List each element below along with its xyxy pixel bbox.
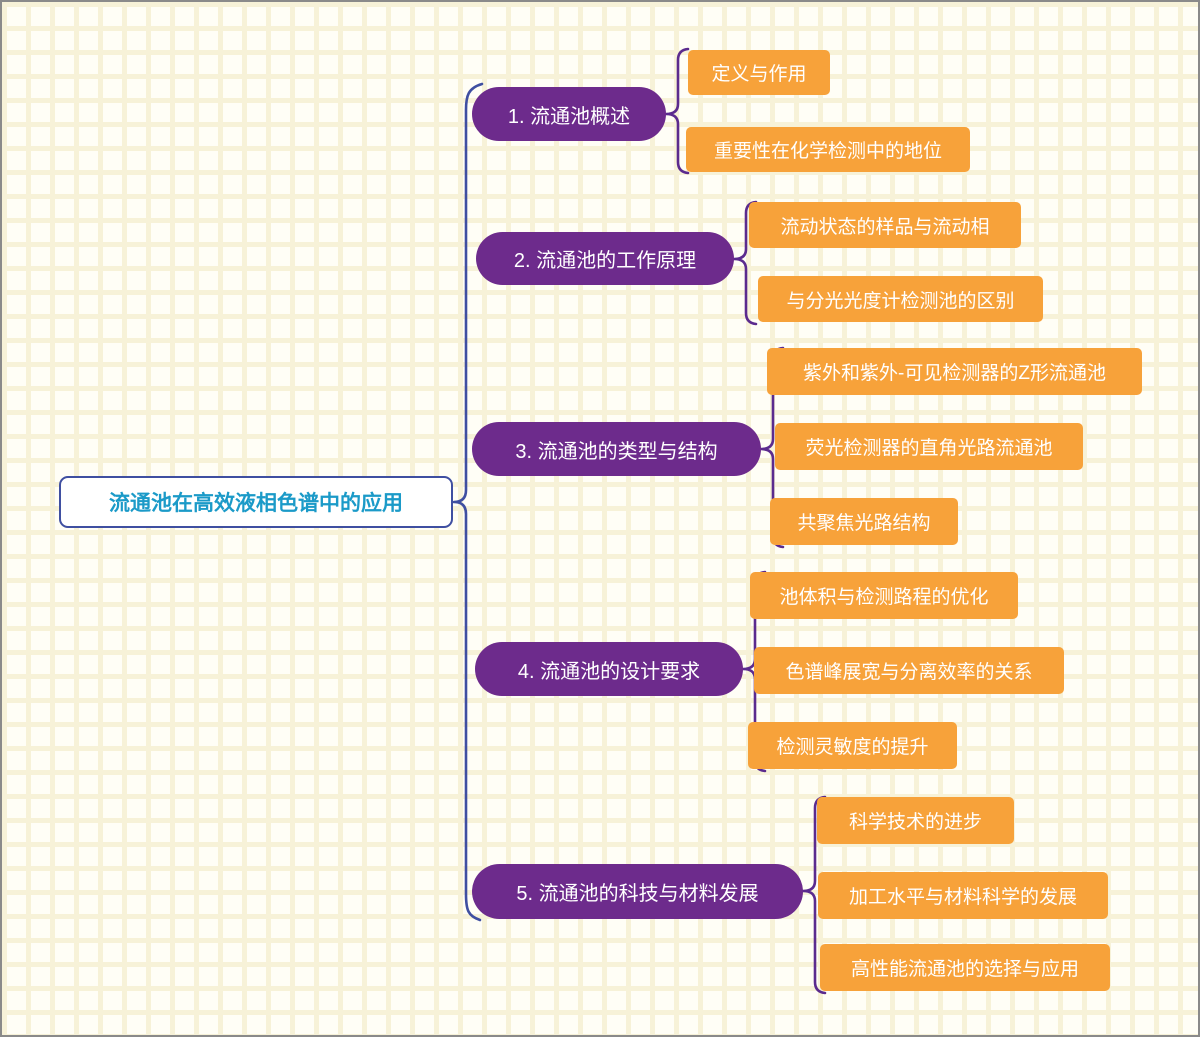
branch-node-2[interactable]: 2. 流通池的工作原理 [476,232,734,285]
branch-node-3[interactable]: 3. 流通池的类型与结构 [472,422,761,476]
leaf-node-2-2[interactable]: 与分光光度计检测池的区别 [758,276,1043,322]
root-node[interactable]: 流通池在高效液相色谱中的应用 [59,476,453,528]
branch-2-brace-connector [732,200,758,326]
leaf-node-3-3[interactable]: 共聚焦光路结构 [770,498,958,545]
branch-node-1[interactable]: 1. 流通池概述 [472,87,666,141]
branch-node-4[interactable]: 4. 流通池的设计要求 [475,642,743,696]
leaf-node-4-2[interactable]: 色谱峰展宽与分离效率的关系 [754,647,1064,694]
leaf-node-3-2[interactable]: 荧光检测器的直角光路流通池 [775,423,1083,470]
leaf-node-4-1[interactable]: 池体积与检测路程的优化 [750,572,1018,619]
leaf-node-4-3[interactable]: 检测灵敏度的提升 [748,722,957,769]
leaf-node-5-3[interactable]: 高性能流通池的选择与应用 [820,944,1110,991]
leaf-node-5-1[interactable]: 科学技术的进步 [817,797,1014,844]
leaf-node-5-2[interactable]: 加工水平与材料科学的发展 [818,872,1108,919]
leaf-node-3-1[interactable]: 紫外和紫外-可见检测器的Z形流通池 [767,348,1142,395]
branch-5-brace-connector [801,795,827,995]
branch-node-5[interactable]: 5. 流通池的科技与材料发展 [472,864,803,919]
root-brace-connector [452,82,484,922]
leaf-node-1-1[interactable]: 定义与作用 [688,50,830,95]
branch-1-brace-connector [664,47,690,175]
leaf-node-1-2[interactable]: 重要性在化学检测中的地位 [686,127,970,172]
leaf-node-2-1[interactable]: 流动状态的样品与流动相 [749,202,1021,248]
